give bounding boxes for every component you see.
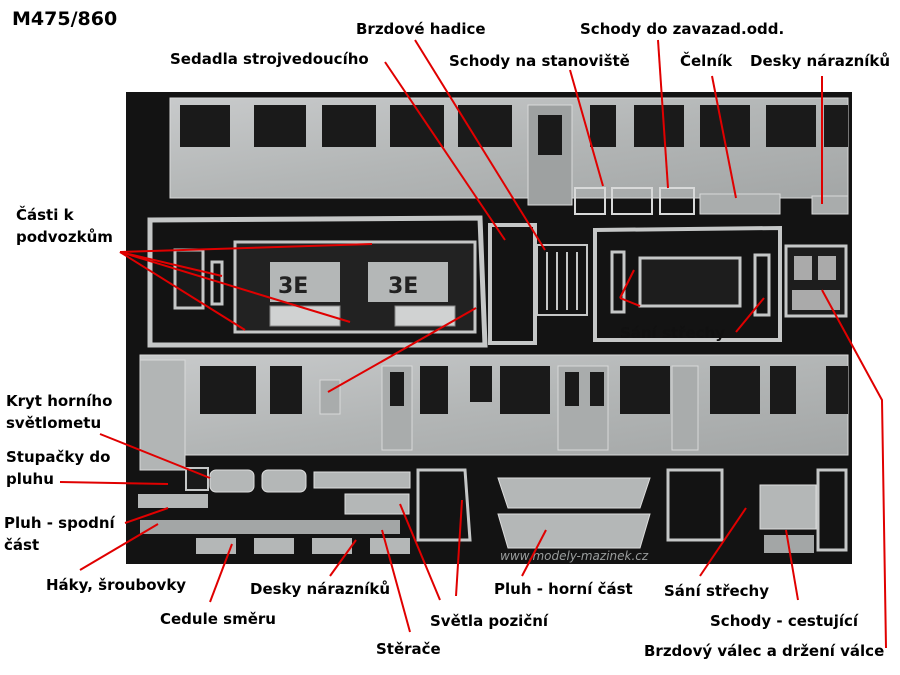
label-pluh-spodni: Pluh - spodní část (4, 514, 115, 554)
leader-schody-stanoviste (569, 69, 604, 187)
svg-text:3E: 3E (388, 274, 418, 299)
label-cedule: Cedule směru (160, 610, 276, 628)
leader-haky (79, 523, 159, 571)
leader-svetla-2 (455, 499, 463, 597)
leader-celnik (711, 75, 737, 199)
svg-text:3E: 3E (278, 274, 308, 299)
leader-brzdovy-valec (821, 289, 887, 649)
leader-cedule (209, 543, 233, 603)
photo-watermark: www.modely-mazinek.cz (500, 549, 649, 563)
label-haky: Háky, šroubovky (46, 576, 187, 594)
label-brzdovy-valec: Brzdový válec a držení válce (644, 642, 885, 660)
leader-casti-4 (119, 251, 223, 277)
leader-kryt (327, 307, 477, 393)
label-sani-strechy-mid: Sání střechy (620, 324, 725, 342)
leader-sani-mid-2 (619, 297, 641, 307)
leader-sedadla (384, 61, 506, 241)
label-sedadla: Sedadla strojvedoucího (170, 50, 369, 68)
leader-sani-bottom (699, 507, 747, 577)
label-desky-top: Desky nárazníků (750, 52, 891, 70)
leader-schody-zavazad (657, 39, 669, 189)
label-celnik: Čelník (680, 52, 733, 70)
label-casti-podvozkum: Části k podvozkům (16, 206, 113, 246)
leader-casti-1 (119, 243, 373, 253)
car-side-bottom-part (139, 354, 849, 471)
label-kryt-svetlometu: Kryt horního světlometu (6, 392, 113, 432)
label-desky-bottom: Desky nárazníků (250, 580, 391, 598)
small-parts-rows (138, 467, 848, 554)
leader-kryt-2 (99, 433, 211, 479)
label-svetla: Světla poziční (430, 612, 549, 630)
label-brzdove-hadice: Brzdové hadice (356, 20, 486, 38)
leader-pluh-horni (521, 529, 547, 577)
leader-sterace (381, 529, 411, 633)
label-sterace: Stěrače (376, 640, 441, 658)
leader-pluh-spodni (124, 507, 169, 524)
label-schody-cestujici: Schody - cestující (710, 612, 859, 630)
leader-casti-3 (119, 251, 246, 331)
leader-stupacky (59, 481, 169, 485)
label-schody-zavazad: Schody do zavazad.odd. (580, 20, 785, 38)
car-side-top-part (169, 97, 849, 215)
leader-schody-cestujici (785, 529, 799, 601)
label-pluh-horni: Pluh - horní část (494, 580, 633, 598)
leader-sani-mid-3 (735, 297, 765, 333)
leader-svetla-1 (399, 503, 441, 601)
leader-sani-mid-1 (619, 269, 635, 299)
leader-desky-bottom (329, 539, 357, 577)
leader-brzdove-hadice (414, 39, 546, 251)
leader-lines (59, 39, 887, 649)
leader-casti-2 (119, 251, 351, 323)
label-stupacky: Stupačky do pluhu (6, 448, 111, 488)
bogie-parts-frame: 3E 3E (147, 215, 848, 348)
label-sani-strechy-bottom: Sání střechy (664, 582, 769, 600)
label-schody-stanoviste: Schody na stanoviště (449, 52, 630, 70)
sheet-title: M475/860 (12, 8, 118, 30)
